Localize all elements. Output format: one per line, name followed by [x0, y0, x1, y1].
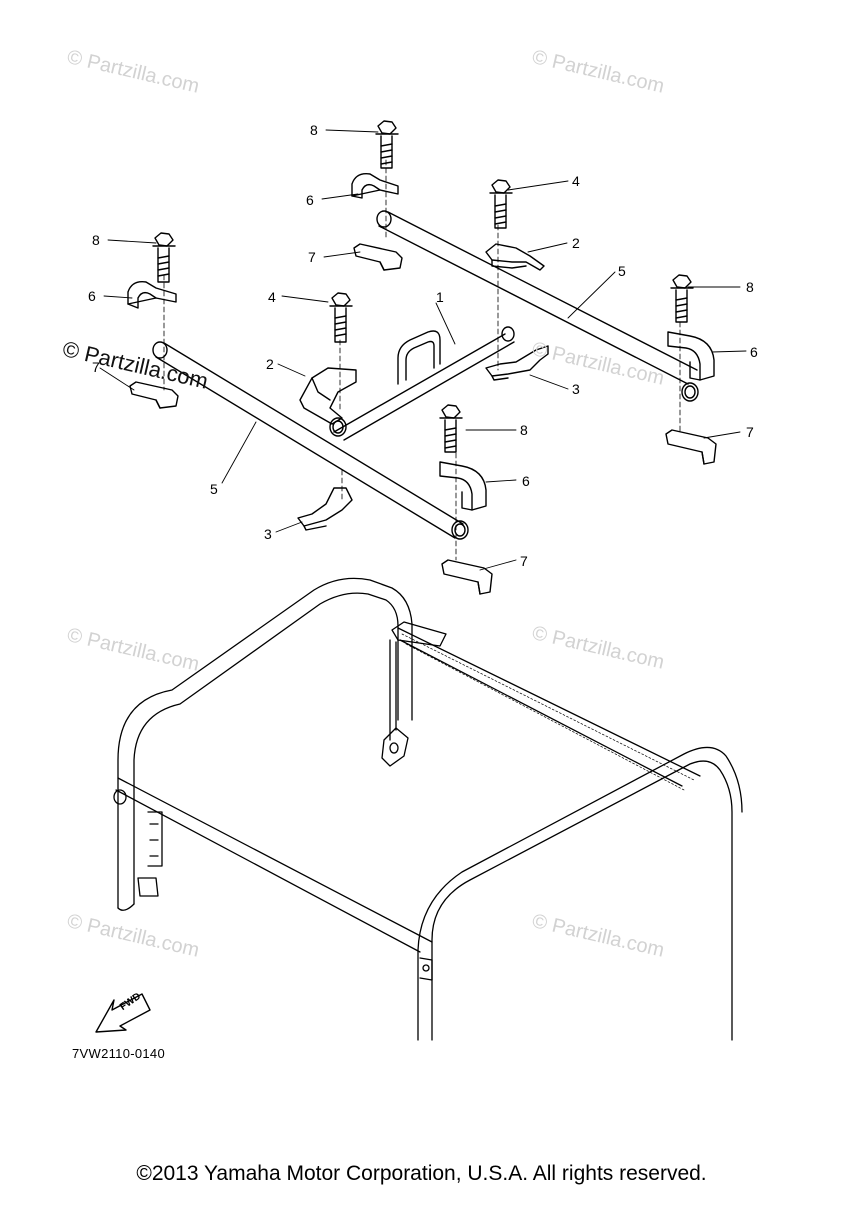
callout-7: 7 — [746, 424, 754, 440]
callout-8: 8 — [520, 422, 528, 438]
tube-1-handle — [329, 326, 515, 441]
callout-4: 4 — [268, 289, 276, 305]
callout-1: 1 — [436, 289, 444, 305]
callout-6: 6 — [306, 192, 314, 208]
callout-3: 3 — [264, 526, 272, 542]
callout-2: 2 — [572, 235, 580, 251]
bracket-3-right — [485, 345, 549, 381]
bolt-8-top — [375, 120, 399, 169]
callout-4: 4 — [572, 173, 580, 189]
bracket-2-top — [485, 243, 545, 271]
alignment-lines — [163, 159, 681, 561]
clamp-6-left — [127, 281, 177, 309]
callout-6: 6 — [88, 288, 96, 304]
callout-6: 6 — [522, 473, 530, 489]
bracket-7-left — [129, 381, 179, 409]
bolt-8-lower — [439, 404, 463, 453]
callout-7: 7 — [308, 249, 316, 265]
bracket-7-lower — [441, 559, 493, 595]
clamp-6-lower — [439, 461, 487, 511]
tube-5-left — [152, 341, 469, 540]
bolt-4-middle — [329, 292, 353, 343]
bracket-7-right — [665, 429, 717, 465]
callout-5: 5 — [210, 481, 218, 497]
bolt-4-top — [489, 179, 513, 229]
leader-lines — [99, 129, 747, 571]
callout-3: 3 — [572, 381, 580, 397]
roll-cage-frame — [113, 577, 743, 1041]
callout-2: 2 — [266, 356, 274, 372]
bolt-8-right — [670, 274, 694, 323]
bracket-7-top — [353, 243, 403, 271]
callout-6: 6 — [750, 344, 758, 360]
bolt-8-left — [152, 232, 176, 283]
clamp-6-top — [351, 173, 399, 199]
diagram-code: 7VW2110-0140 — [72, 1046, 165, 1061]
callout-8: 8 — [746, 279, 754, 295]
callout-7: 7 — [92, 359, 100, 375]
callout-8: 8 — [92, 232, 100, 248]
bracket-2-middle — [299, 367, 357, 425]
callout-7: 7 — [520, 553, 528, 569]
bracket-3-left — [297, 487, 353, 531]
callout-5: 5 — [618, 263, 626, 279]
callout-8: 8 — [310, 122, 318, 138]
clamp-6-right — [667, 331, 715, 381]
tube-5-right — [376, 210, 699, 402]
copyright-notice: ©2013 Yamaha Motor Corporation, U.S.A. A… — [136, 1162, 707, 1185]
fwd-arrow-icon — [95, 993, 151, 1033]
